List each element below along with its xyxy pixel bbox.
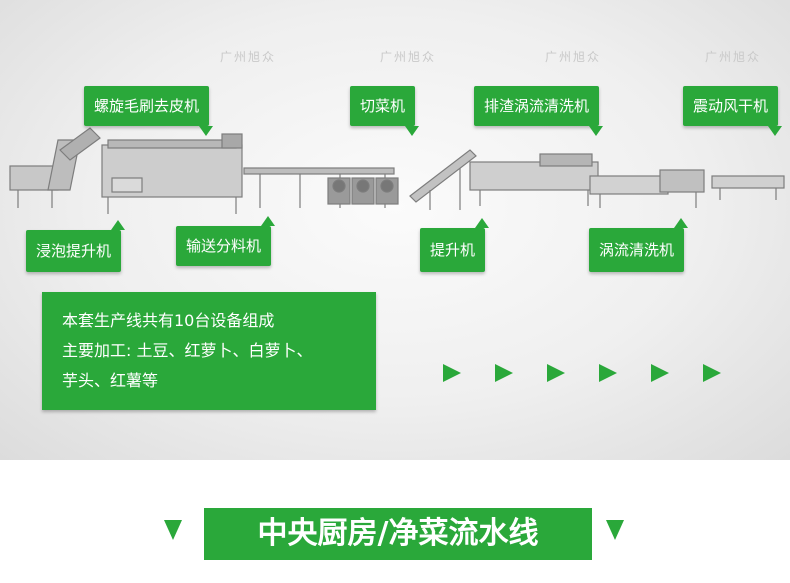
label-soak-lift: 浸泡提升机 <box>26 220 126 272</box>
label-conveyor-splitter: 输送分料机 <box>176 216 276 266</box>
vortex-washer-machine <box>589 169 705 208</box>
label-slag-vortex-washer: 排渣涡流清洗机 <box>474 86 604 136</box>
arrow-right-icon <box>495 364 513 382</box>
description-line-2: 主要加工: 土豆、红萝卜、白萝卜、 <box>62 341 313 360</box>
arrow-right-icon <box>651 364 669 382</box>
description-box: 本套生产线共有10台设备组成 主要加工: 土豆、红萝卜、白萝卜、 芋头、红薯等 <box>42 292 376 410</box>
machinery-illustration <box>9 127 785 214</box>
description-line-1: 本套生产线共有10台设备组成 <box>62 311 275 330</box>
arrow-right-icon <box>599 364 617 382</box>
arrow-right-icon <box>443 364 461 382</box>
arrow-right-icon <box>547 364 565 382</box>
label-cutter: 切菜机 <box>350 86 420 136</box>
arrow-right-icon <box>703 364 721 382</box>
slag-vortex-washer-machine <box>469 153 599 206</box>
soak-lift-machine <box>9 127 101 208</box>
page-title: 中央厨房/净菜流水线 <box>204 508 592 560</box>
chevron-down-icon <box>606 520 624 540</box>
cutter-machines <box>327 177 399 205</box>
watermark: 广州旭众 <box>705 50 762 64</box>
watermark: 广州旭众 <box>380 50 437 64</box>
vibration-dryer-machine <box>711 175 785 200</box>
label-lift: 提升机 <box>420 218 490 272</box>
watermark: 广州旭众 <box>545 50 602 64</box>
incline-lift-machine <box>409 149 477 210</box>
label-brush-peeler: 螺旋毛刷去皮机 <box>84 86 214 136</box>
label-vortex-washer: 涡流清洗机 <box>589 218 689 272</box>
production-line-scene: 广州旭众 广州旭众 广州旭众 广州旭众 <box>0 0 790 460</box>
brush-peeler-machine <box>101 133 243 214</box>
chevron-down-icon <box>164 520 182 540</box>
label-vibration-dryer: 震动风干机 <box>683 86 783 136</box>
description-line-3: 芋头、红薯等 <box>62 371 159 390</box>
watermark: 广州旭众 <box>220 50 277 64</box>
